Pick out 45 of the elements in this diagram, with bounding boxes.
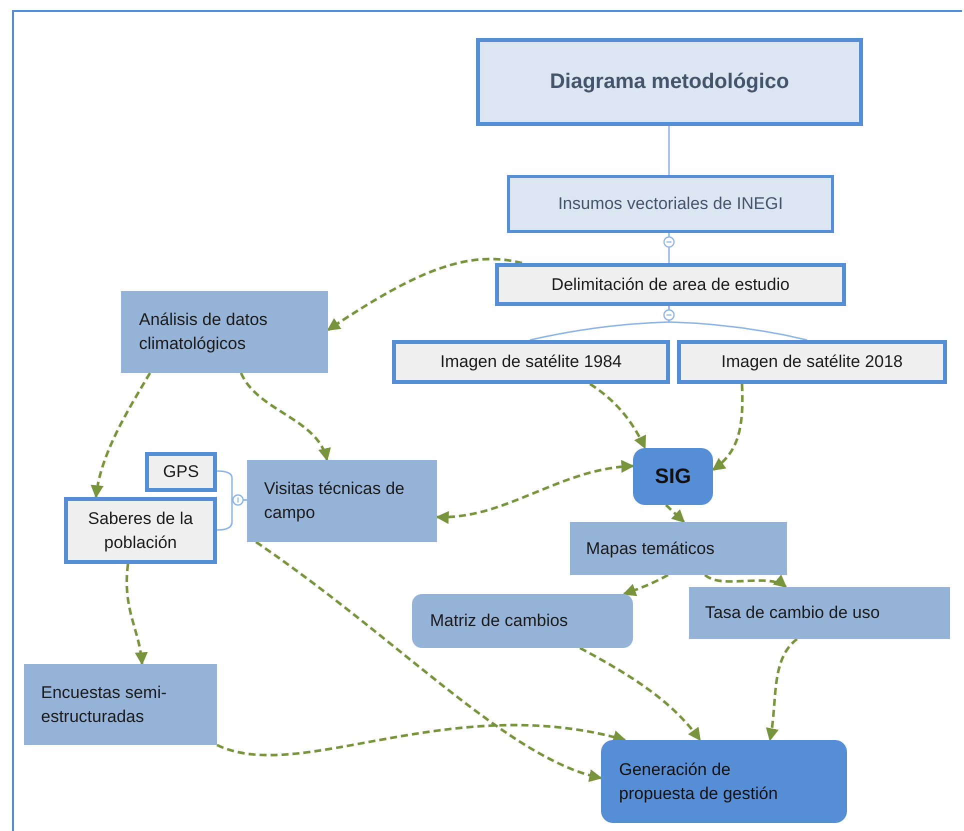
node-label: Insumos vectoriales de INEGI (558, 193, 783, 216)
arrow (712, 384, 744, 472)
process-box (570, 522, 787, 575)
process-box (507, 175, 834, 233)
process-box (633, 448, 713, 505)
node-label: SIG (654, 464, 692, 490)
node-label: Visitas técnicas de campo (264, 478, 406, 524)
node-label: Tasa de cambio de uso (705, 602, 880, 624)
arrow (436, 460, 634, 524)
process-box (689, 587, 950, 639)
node-label: GPS (163, 461, 199, 484)
arrow (216, 724, 626, 756)
arrow (704, 574, 788, 588)
node-label: Matriz de cambios (430, 610, 568, 632)
arrow (665, 504, 685, 523)
arrow (126, 564, 148, 666)
node-label: Encuestas semi-estructuradas (41, 682, 168, 728)
title-box (476, 38, 863, 126)
arrow (91, 372, 152, 498)
node-label: Imagen de satélite 2018 (721, 351, 903, 374)
arrow (255, 540, 602, 782)
node-label: Saberes de la población (87, 508, 194, 554)
process-box (64, 497, 217, 564)
arrow (240, 372, 330, 462)
process-box (412, 594, 633, 648)
process-box (495, 263, 846, 306)
arrow (766, 638, 798, 742)
connector-line (668, 126, 670, 175)
node-label: Mapas temáticos (586, 538, 714, 560)
node-label: Delimitación de area de estudio (551, 274, 790, 296)
arrow (589, 382, 646, 450)
process-box (145, 452, 217, 492)
arrow (622, 574, 669, 596)
process-box (121, 291, 328, 373)
process-box (677, 340, 947, 384)
node-label: Generación de propuesta de gestión (619, 758, 779, 804)
arrow (579, 646, 702, 742)
process-box (601, 740, 847, 823)
process-box (392, 340, 670, 384)
arrow (326, 258, 522, 332)
node-label: Análisis de datos climatológicos (139, 309, 269, 355)
node-label: Diagrama metodológico (550, 69, 790, 96)
node-label: Imagen de satélite 1984 (440, 351, 622, 374)
process-box (24, 664, 217, 745)
process-box (247, 460, 437, 542)
